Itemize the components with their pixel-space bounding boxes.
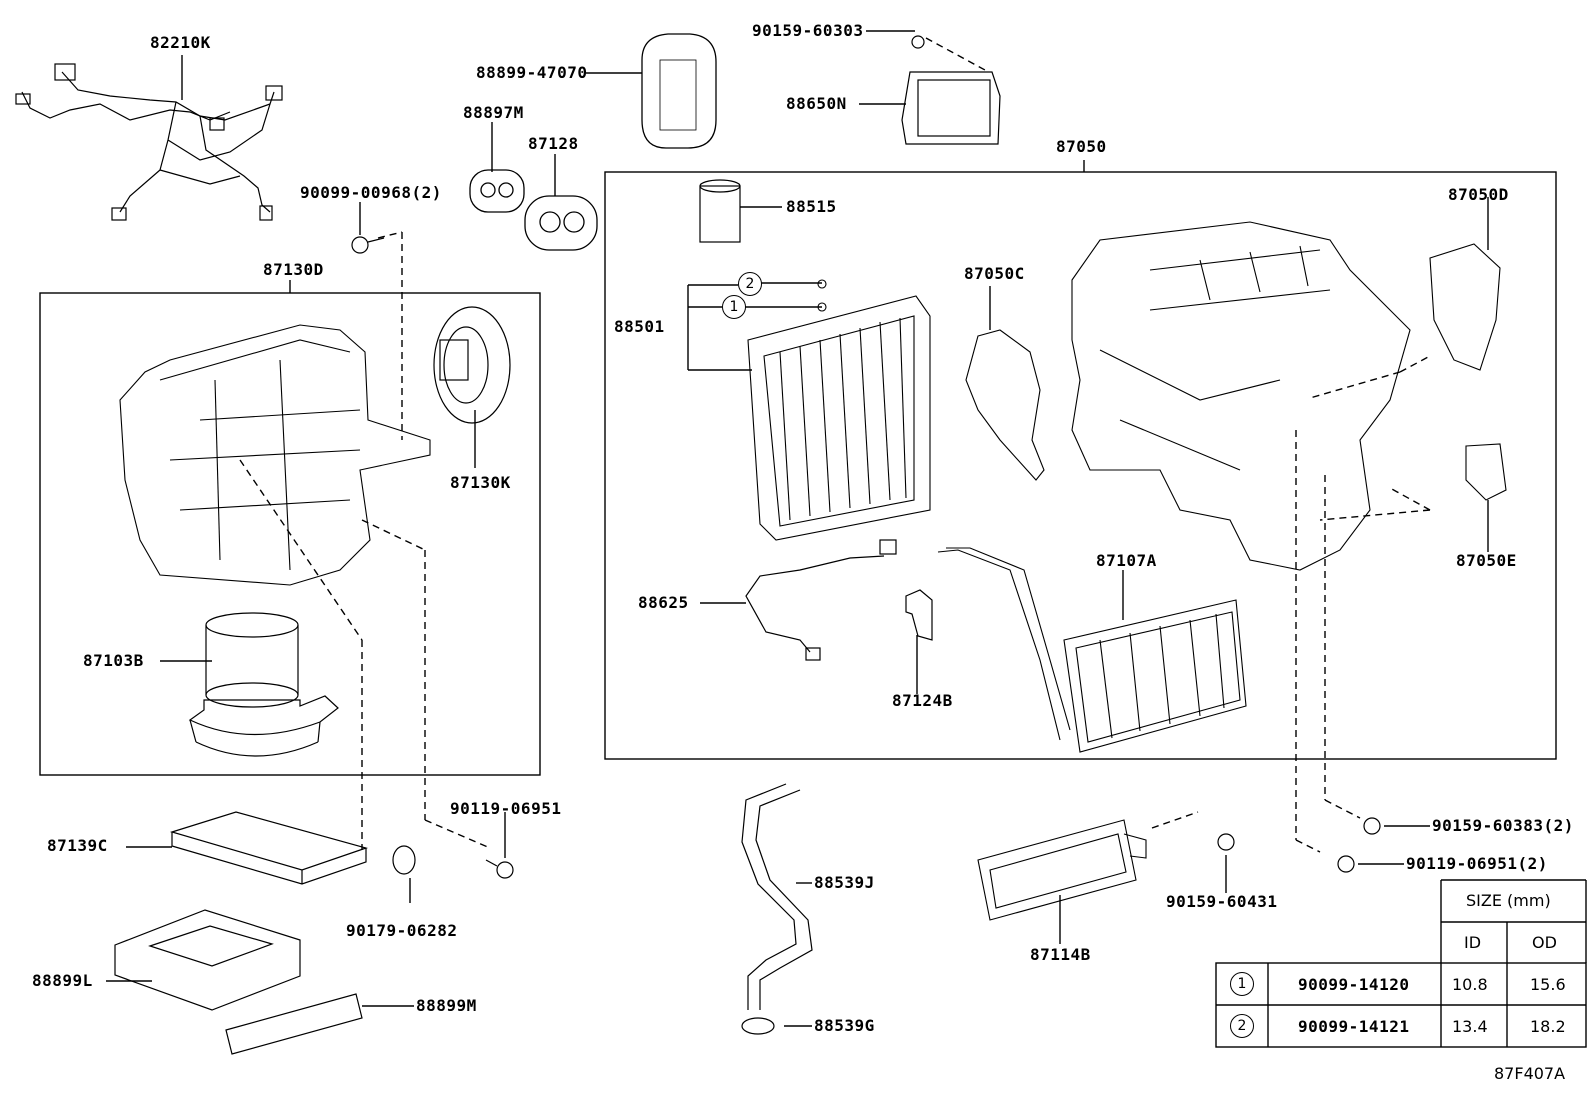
assembly-dashes — [239, 37, 1431, 853]
diagram-code: 87F407A — [1494, 1064, 1566, 1083]
label-87130K: 87130K — [450, 473, 511, 492]
size-table-header: SIZE (mm) — [1466, 891, 1551, 910]
label-88539G: 88539G — [814, 1016, 875, 1035]
label-87114B: 87114B — [1030, 945, 1091, 964]
valve-88515 — [699, 179, 741, 243]
label-88899M: 88899M — [416, 996, 477, 1015]
evaporator-88501 — [747, 279, 931, 541]
label-88515: 88515 — [786, 197, 837, 216]
label-90159-60383: 90159-60383(2) — [1432, 816, 1574, 835]
heater-core-87107A — [937, 547, 1247, 753]
heater-case-87050 — [1071, 221, 1411, 571]
label-87130D: 87130D — [263, 260, 324, 279]
label-90119-06951: 90119-06951 — [450, 799, 562, 818]
screws-right — [1217, 817, 1381, 873]
hose-88539J — [741, 783, 813, 1010]
screw-90099-00968 — [351, 236, 385, 254]
label-87050E: 87050E — [1456, 551, 1517, 570]
size-table-grid — [1215, 879, 1587, 1048]
size-table-row1-od: 15.6 — [1530, 975, 1566, 994]
label-88539J: 88539J — [814, 873, 875, 892]
label-88899-47070: 88899-47070 — [476, 63, 588, 82]
clamp-87124B — [905, 589, 933, 641]
label-87050D: 87050D — [1448, 185, 1509, 204]
label-88501: 88501 — [614, 317, 665, 336]
callout-2: 2 — [738, 272, 762, 296]
size-table-col-od: OD — [1532, 933, 1557, 952]
label-88625: 88625 — [638, 593, 689, 612]
blower-case-87130D — [119, 324, 431, 586]
motor-cover-87130K — [433, 306, 511, 424]
label-87107A: 87107A — [1096, 551, 1157, 570]
filter-87139C — [169, 811, 369, 885]
ecu-88650N — [901, 35, 1001, 145]
label-82210K: 82210K — [150, 33, 211, 52]
label-88899L: 88899L — [32, 971, 93, 990]
size-table-row1-id: 10.8 — [1452, 975, 1488, 994]
screw-90119-06951 — [485, 859, 514, 879]
ptc-heater-87114B — [977, 819, 1147, 921]
grommet-88539G — [741, 1017, 775, 1035]
size-table-row2-part: 90099-14121 — [1298, 1017, 1410, 1036]
label-87139C: 87139C — [47, 836, 108, 855]
leader-lines — [106, 30, 1489, 1027]
label-87103B: 87103B — [83, 651, 144, 670]
label-90119-06951-2: 90119-06951(2) — [1406, 854, 1548, 873]
filter-frame-88899L — [114, 909, 301, 1011]
size-table-row2-od: 18.2 — [1530, 1017, 1566, 1036]
packing-87128 — [524, 195, 598, 251]
size-table-row1-mark: 1 — [1230, 972, 1254, 996]
label-87124B: 87124B — [892, 691, 953, 710]
seal-88897M — [469, 169, 525, 213]
filter-cover-88899M — [225, 993, 363, 1055]
label-87128: 87128 — [528, 134, 579, 153]
sensor-88625 — [745, 539, 897, 661]
size-table-col-id: ID — [1464, 933, 1482, 952]
callout-1: 1 — [722, 295, 746, 319]
size-table-row2-id: 13.4 — [1452, 1017, 1488, 1036]
label-90099-00968: 90099-00968(2) — [300, 183, 442, 202]
label-88650N: 88650N — [786, 94, 847, 113]
cover-88899-47070 — [641, 33, 717, 149]
size-table-row2-mark: 2 — [1230, 1014, 1254, 1038]
label-90159-60303: 90159-60303 — [752, 21, 864, 40]
wire-harness-82210K — [15, 63, 283, 221]
label-87050C: 87050C — [964, 264, 1025, 283]
label-87050: 87050 — [1056, 137, 1107, 156]
heater-unit-box — [604, 171, 1557, 760]
label-90179-06282: 90179-06282 — [346, 921, 458, 940]
label-90159-60431: 90159-60431 — [1166, 892, 1278, 911]
clip-90179-06282 — [392, 845, 416, 875]
label-88897M: 88897M — [463, 103, 524, 122]
blower-motor-87103B — [188, 612, 339, 757]
servo-87050E — [1465, 443, 1507, 501]
size-table-row1-part: 90099-14120 — [1298, 975, 1410, 994]
damper-motor-87050C — [965, 329, 1045, 481]
servo-87050D — [1429, 243, 1501, 371]
